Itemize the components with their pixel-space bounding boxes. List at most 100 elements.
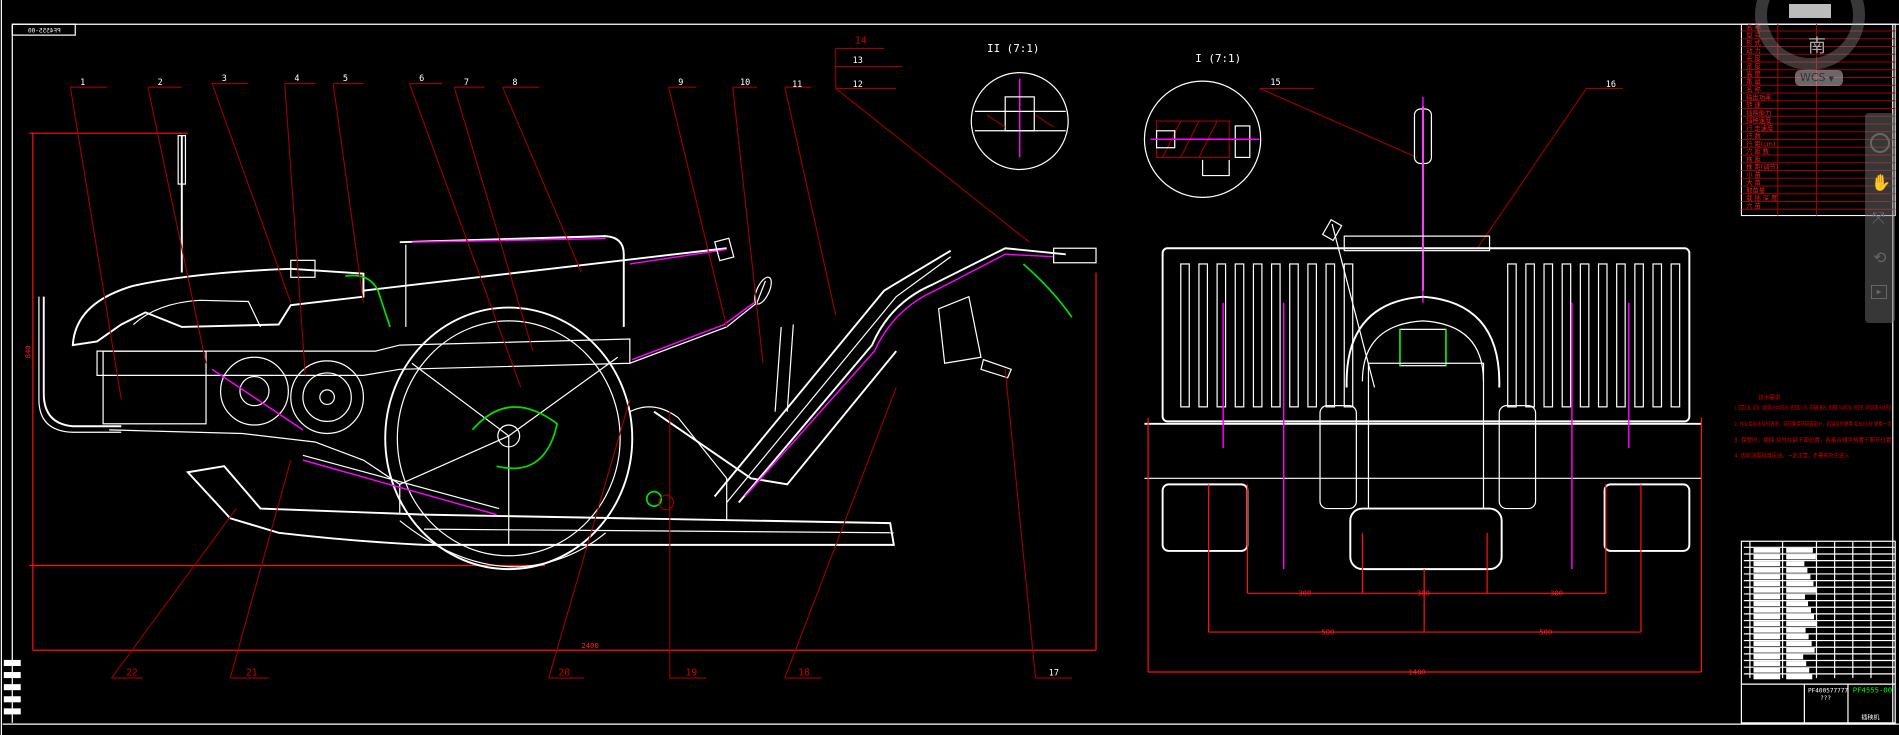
- tine: [1198, 263, 1209, 408]
- table-cell-fill: [1786, 594, 1805, 600]
- note-1: 1. 注意注油，加油，齿轮箱 80#齿轮油，链油箱 六油，前轴箱 黄油，变速箱 …: [1734, 403, 1892, 411]
- side-view-dimensions: 2400 840: [23, 132, 1097, 651]
- tine: [1634, 263, 1644, 408]
- dimension-half-right: 500: [1539, 627, 1552, 636]
- part-label-16: 16: [1606, 79, 1616, 89]
- part-label-7: 7: [464, 77, 469, 87]
- part-label-5: 5: [343, 73, 348, 83]
- leader-line: [284, 83, 306, 376]
- table-cell-fill: [1753, 567, 1781, 573]
- spec-row-label: 输出功率: [1746, 92, 1771, 101]
- drawing-name: 插秧机: [1861, 713, 1879, 721]
- part-label-21: 21: [246, 668, 258, 679]
- table-cell-fill: [1786, 654, 1804, 660]
- spec-row-label: 转 速: [1746, 100, 1761, 109]
- spec-row-label: 行 距(cm): [1746, 139, 1775, 148]
- tine: [1234, 263, 1245, 408]
- tine: [1270, 263, 1281, 408]
- steering-wheel-icon[interactable]: [1870, 133, 1890, 153]
- wcs-label: WCS: [1800, 71, 1826, 84]
- part-label-17: 17: [1049, 668, 1059, 678]
- technical-notes: 技术要求 1. 注意注油，加油，齿轮箱 80#齿轮油，链油箱 六油，前轴箱 黄油…: [1734, 394, 1892, 460]
- table-cell-fill: [1753, 661, 1781, 666]
- part-label-10: 10: [740, 77, 750, 87]
- dimension-length: 2400: [581, 641, 598, 650]
- orbit-icon[interactable]: ⟲: [1873, 248, 1887, 267]
- table-cell-fill: [1786, 627, 1806, 633]
- table-cell-fill: [1786, 581, 1814, 587]
- part-label-9: 9: [678, 77, 683, 87]
- leader-line: [732, 87, 764, 364]
- tine: [1543, 263, 1554, 408]
- tine: [1343, 263, 1354, 408]
- table-cell-fill: [1753, 674, 1781, 680]
- note-4: 4. 齿轮油需指清压油，一定注意，不要有杂生进入: [1734, 452, 1849, 460]
- dimension-spacing-3: 300: [1550, 589, 1563, 598]
- table-cell-fill: [1786, 561, 1805, 567]
- zoom-extents-icon[interactable]: ⤧: [1872, 208, 1885, 227]
- viewcube-face[interactable]: [1789, 4, 1831, 18]
- table-cell-fill: [1786, 601, 1809, 607]
- table-cell-fill: [1786, 614, 1815, 620]
- tine: [1525, 263, 1535, 408]
- table-cell-fill: [1786, 661, 1807, 666]
- table-cell-fill: [1753, 667, 1781, 673]
- title-block: PF4555-00 PF400577777 ??? 插秧机: [1740, 540, 1896, 724]
- leader-line: [147, 87, 207, 364]
- tine: [1597, 263, 1608, 408]
- spec-row-label: 名 称: [1746, 23, 1761, 32]
- table-cell-fill: [1786, 647, 1815, 653]
- note-3: 3. 保管时，插秧 及时在最下面位置，各离合器手柄置于断开位置: [1734, 436, 1892, 444]
- reference-number: PF400577777: [1808, 688, 1848, 695]
- table-cell-fill: [1753, 601, 1781, 607]
- detail-view-I: I (7:1): [1143, 52, 1262, 198]
- detail-II-title: II (7:1): [987, 42, 1039, 55]
- mirrored-drawing-tag: PF4555-00: [28, 28, 61, 35]
- leader-line: [548, 399, 631, 679]
- part-label-8: 8: [512, 77, 517, 87]
- compass-south-label[interactable]: 南: [1808, 36, 1826, 57]
- part-label-4: 4: [294, 73, 299, 83]
- spec-row-label: 名 称: [1746, 85, 1761, 94]
- leader-line: [784, 387, 897, 679]
- spec-row-label: 穴 苗: [1746, 201, 1761, 210]
- part-label-14: 14: [855, 36, 867, 47]
- table-cell-fill: [1753, 654, 1781, 660]
- spec-row-label: 株 距(调节): [1746, 162, 1778, 171]
- leader-line: [332, 83, 364, 303]
- tine: [1616, 263, 1626, 408]
- dimension-overall-width: 1480: [1408, 667, 1425, 676]
- leader-line: [69, 87, 122, 400]
- spec-row-label: 插秧速度: [1746, 116, 1772, 125]
- table-cell-fill: [1753, 594, 1781, 600]
- drawing-number: PF4555-00: [1853, 686, 1892, 695]
- spec-row-label: 株 距: [1746, 154, 1761, 163]
- wcs-menu[interactable]: WCS▼: [1795, 70, 1843, 86]
- spec-row-label: 取苗量: [1746, 186, 1765, 194]
- spec-row-label: 插秧能力: [1746, 108, 1771, 117]
- pan-hand-icon[interactable]: ✋: [1871, 173, 1891, 192]
- tine: [1652, 263, 1663, 408]
- detail-view-II: II (7:1): [970, 42, 1069, 171]
- part-label-1: 1: [80, 77, 85, 87]
- top-labels: 1 2 3 4 5 6 7 8 9 10 11 12 13 14 15 16 2…: [80, 36, 1616, 679]
- table-cell-fill: [1786, 674, 1813, 680]
- part-label-13: 13: [853, 55, 863, 65]
- table-cell-fill: [1786, 641, 1812, 647]
- table-cell-fill: [1753, 554, 1781, 560]
- tine: [1507, 263, 1517, 408]
- leader-line: [453, 87, 534, 352]
- notes-title: 技术要求: [1758, 394, 1781, 402]
- dimension-height: 840: [23, 345, 32, 358]
- spec-row-label: 小 苗: [1746, 170, 1761, 179]
- side-view-machine: [38, 135, 1097, 571]
- spec-row-label: 行 数: [1746, 131, 1761, 140]
- showmotion-icon[interactable]: ▶: [1871, 285, 1887, 299]
- tine: [1180, 263, 1190, 408]
- spec-row-label: 行 走速度: [1746, 123, 1774, 132]
- leader-line: [668, 87, 728, 328]
- leader-line: [835, 87, 1030, 243]
- table-cell-fill: [1753, 641, 1781, 647]
